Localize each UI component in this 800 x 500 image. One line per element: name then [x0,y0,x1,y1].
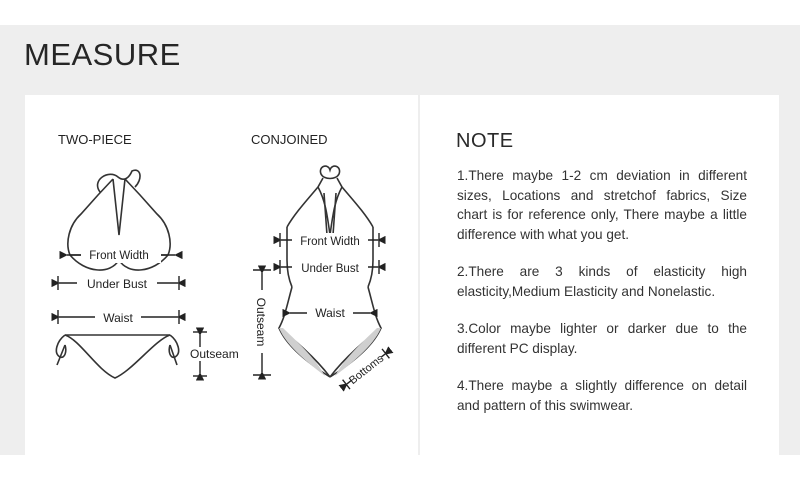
two-piece-under-bust-measure: Under Bust [51,276,186,292]
note-item: 2.There are 3 kinds of elasticity high e… [457,264,747,299]
note-item: 4.There maybe a slightly difference on d… [457,378,747,413]
conjoined-heading: CONJOINED [251,132,328,147]
diagram-panel: TWO-PIECE Front Width Under Bust [25,95,418,455]
two-piece-heading: TWO-PIECE [58,132,132,147]
conjoined-waist-measure: Waist [282,306,378,321]
conjoined-waist-label: Waist [315,306,345,320]
conjoined-outseam-label: Outseam [254,298,268,347]
two-piece-front-width-measure: Front Width [59,247,183,263]
note-heading: NOTE [456,130,514,152]
conjoined-under-bust-label: Under Bust [301,263,359,275]
two-piece-waist-measure: Waist [51,310,186,326]
note-item: 1.There maybe 1-2 cm deviation in differ… [457,168,747,242]
two-piece-front-width-label: Front Width [89,250,148,262]
conjoined-outseam-measure: Outseam [253,265,271,380]
notes-list: 1.There maybe 1-2 cm deviation in differ… [457,166,747,433]
one-piece-side-shading-left [279,328,325,376]
two-piece-waist-label: Waist [103,311,133,325]
swimwear-diagram: TWO-PIECE Front Width Under Bust [51,132,394,392]
conjoined-under-bust-measure: Under Bust [273,260,386,275]
conjoined-front-width-label: Front Width [300,236,359,248]
two-piece-outseam-label: Outseam [190,347,239,361]
two-piece-outseam-measure: Outseam [190,327,239,381]
conjoined-front-width-measure: Front Width [273,233,386,248]
page-title: MEASURE [24,37,181,72]
note-item: 3.Color maybe lighter or darker due to t… [457,321,747,356]
two-piece-under-bust-label: Under Bust [87,277,148,291]
note-panel: NOTE 1.There maybe 1-2 cm deviation in d… [420,95,779,455]
bikini-bottom-illustration [55,334,180,379]
